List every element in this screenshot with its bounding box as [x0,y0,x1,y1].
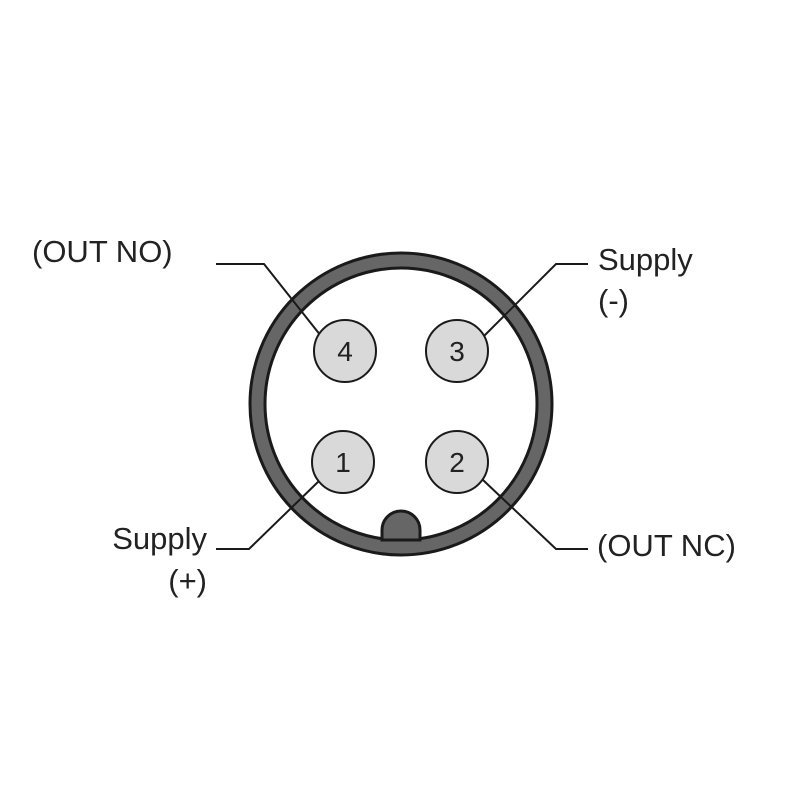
pin-4: 4 [313,319,377,383]
pin-1-number: 1 [335,447,351,478]
pin-4-contact [313,319,377,383]
coding-key [380,509,422,542]
pin-2-number: 2 [449,447,465,478]
label-out-no: (OUT NO) [32,234,173,269]
leader-line-pin-2 [482,479,588,550]
label-out-nc: (OUT NC) [597,528,736,563]
pin-3-number: 3 [449,336,465,367]
label-supply-plus-line2: (+) [168,563,207,598]
label-supply-minus-line1: Supply [598,242,693,277]
label-supply-plus-line1: Supply [112,521,207,556]
pin-3-contact [425,319,489,383]
pin-3: 3 [425,319,489,383]
pin-1-contact [311,430,375,494]
pin-1: 1 [311,430,375,494]
label-supply-minus-line2: (-) [598,283,629,318]
leader-line-pin-4 [216,263,322,337]
leader-lines [216,263,588,550]
connector-housing [248,251,554,557]
leader-line-pin-1 [216,479,321,550]
pin-4-number: 4 [337,336,353,367]
leader-line-pin-3 [482,263,588,338]
housing-inner-face [263,266,539,542]
pin-2: 2 [425,430,489,494]
pin-2-contact [425,430,489,494]
